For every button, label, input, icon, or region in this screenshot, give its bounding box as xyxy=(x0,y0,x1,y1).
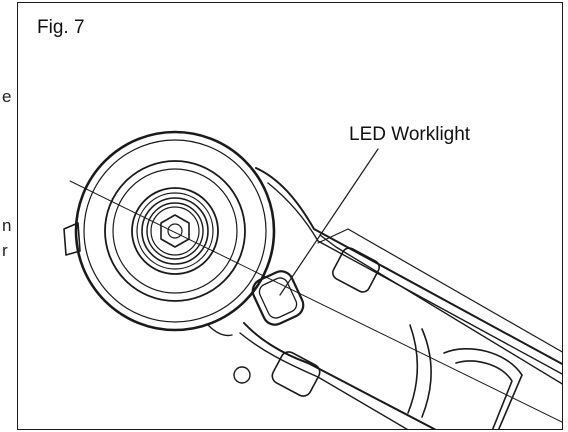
ratchet-head xyxy=(63,130,562,423)
margin-text-fragment: n xyxy=(2,216,12,235)
handle-details xyxy=(233,247,523,429)
ratchet-wrench-drawing xyxy=(63,130,562,429)
wrench-handle xyxy=(239,167,562,429)
margin-text-fragment: e xyxy=(2,87,12,106)
margin-text-fragment: r xyxy=(2,241,8,260)
callout-leader-line xyxy=(279,148,379,296)
figure-frame: Fig. 7 LED Worklight xyxy=(17,2,563,430)
figure-label: Fig. 7 xyxy=(37,17,85,38)
led-worklight-lens xyxy=(251,270,305,326)
callout-label-led-worklight: LED Worklight xyxy=(349,124,471,145)
